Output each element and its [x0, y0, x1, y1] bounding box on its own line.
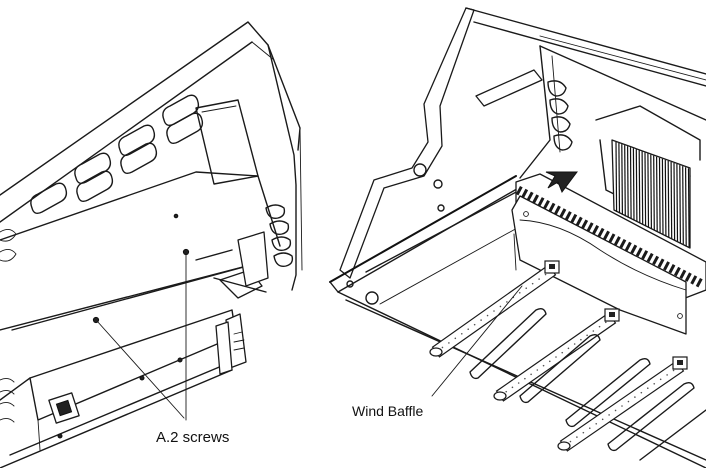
screw-marker — [173, 213, 179, 219]
back-wall-vents — [547, 80, 573, 151]
baffle-leader-line — [431, 285, 523, 397]
screw-marker — [139, 375, 145, 381]
screws-leader-lines — [96, 252, 187, 421]
rear-burner-grille — [611, 139, 691, 249]
burner-tubes — [429, 260, 688, 452]
control-knob — [48, 392, 80, 424]
insert-direction-arrow — [545, 171, 578, 194]
top-vent-slots — [30, 94, 204, 215]
left-housing-view: A.2 screws — [0, 21, 303, 468]
screw-marker — [177, 357, 183, 363]
screw-marker — [57, 433, 63, 439]
mounting-bracket — [195, 231, 269, 375]
wind-baffle — [511, 173, 706, 335]
side-vent-slots — [265, 204, 294, 267]
floor-slots — [469, 307, 706, 461]
right-firebox-view: Wind Baffle — [329, 7, 706, 468]
baffle-callout-label: Wind Baffle — [352, 403, 424, 419]
screw-points — [57, 213, 190, 439]
screws-callout-label: A.2 screws — [156, 429, 229, 446]
